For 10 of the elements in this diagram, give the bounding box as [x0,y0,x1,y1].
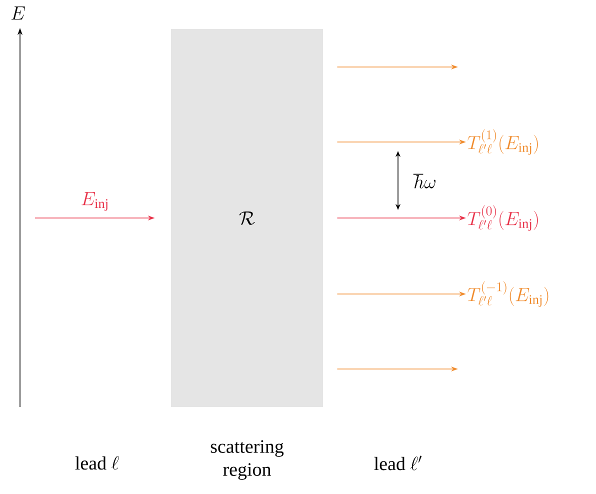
axis-label: $E$ [11,6,25,20]
region-caption: scattering region [210,440,284,480]
lead-label: $\mathrm{lead}\ \ell$ [75,456,119,470]
transmission-label: $T_{\ell'\ell}^{(0)}(E_{\mathrm{inj}})$ [468,205,538,231]
edge-label: $E_{\mathrm{inj}}$ [82,192,108,211]
transmission-label: $T_{\ell'\ell}^{(-1)}(E_{\mathrm{inj}})$ [468,281,548,307]
scattering-region-box: $\mathcal{R}$ [171,29,323,407]
dimension-label: $\hbar\omega$ [413,174,436,188]
transmission-label: $T_{\ell'\ell}^{(1)}(E_{\mathrm{inj}})$ [468,129,538,155]
lead-label: $\mathrm{lead}\ \ell'$ [374,456,422,470]
